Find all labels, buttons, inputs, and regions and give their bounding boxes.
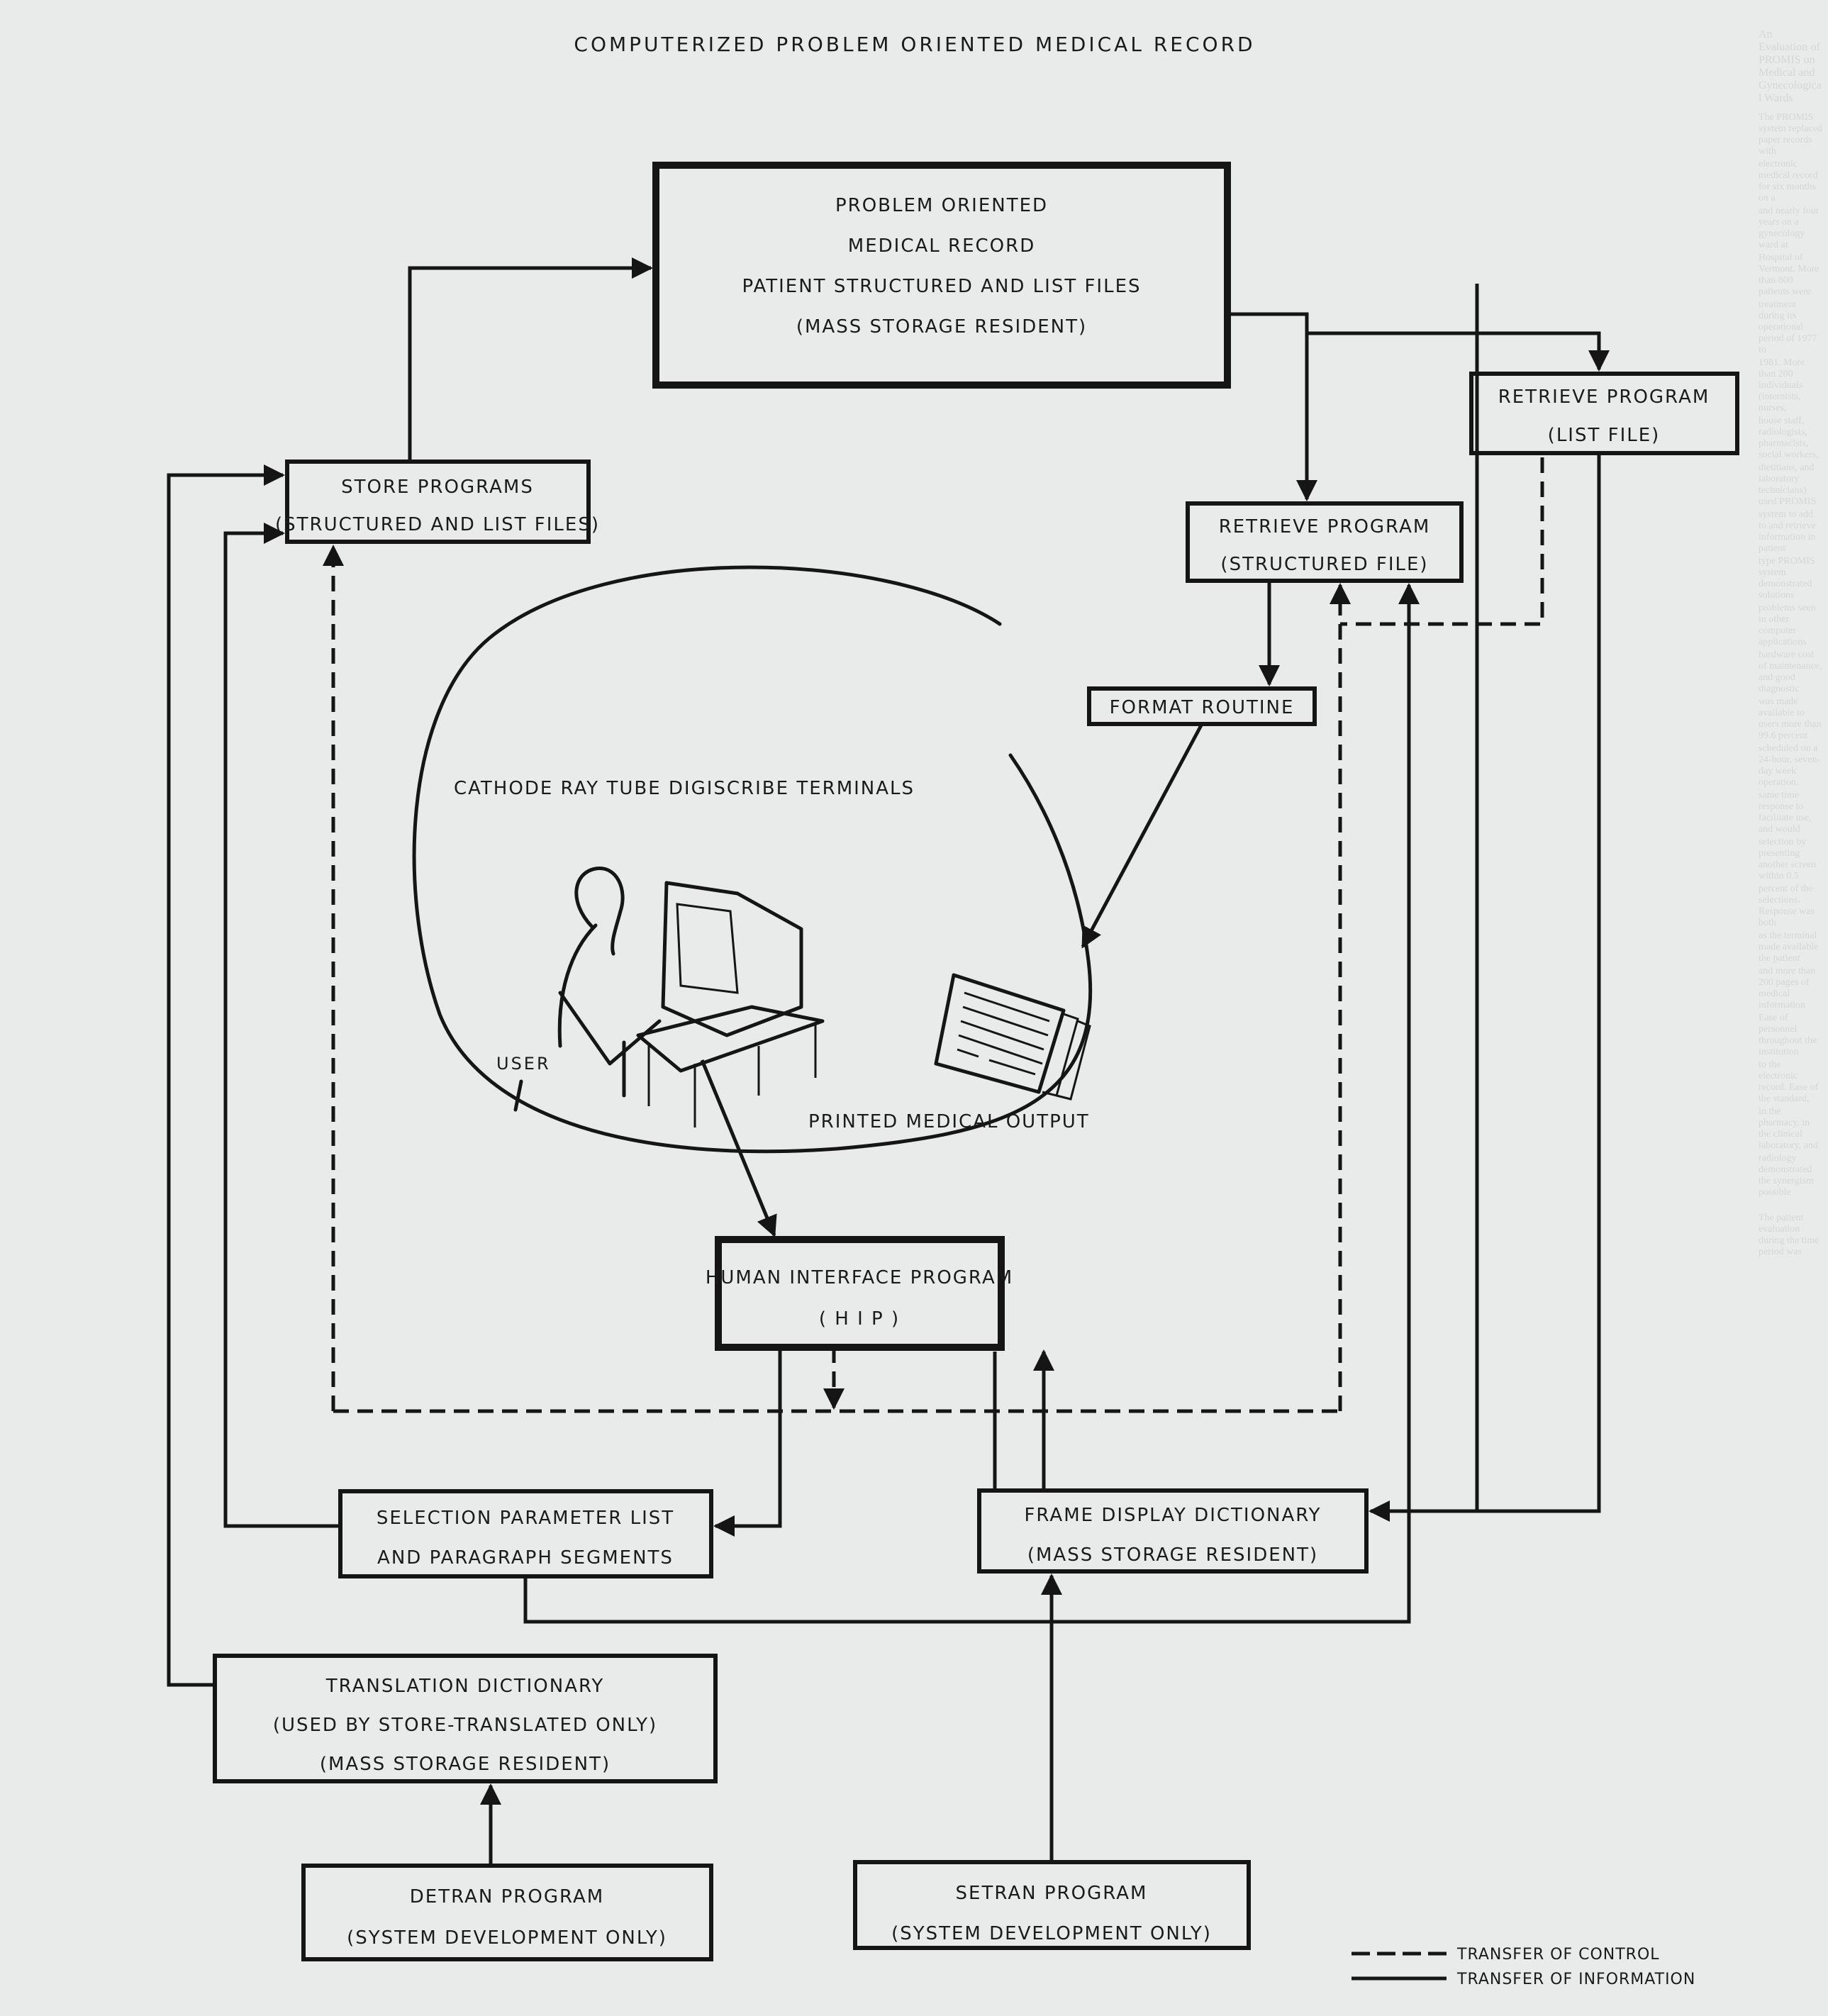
store-programs-line-2: (STRUCTURED AND LIST FILES) (275, 514, 600, 535)
setran-line-1: SETRAN PROGRAM (956, 1883, 1148, 1904)
translation-line-3: (MASS STORAGE RESIDENT) (320, 1754, 611, 1775)
retrieve-structured-line-2: (STRUCTURED FILE) (1220, 554, 1428, 575)
setran-box: SETRAN PROGRAM (SYSTEM DEVELOPMENT ONLY) (853, 1860, 1251, 1950)
user-pointer-line (513, 1079, 523, 1112)
retrieve-list-line-1: RETRIEVE PROGRAM (1498, 386, 1710, 408)
frame-display-box: FRAME DISPLAY DICTIONARY (MASS STORAGE R… (977, 1488, 1369, 1574)
printout-icon (934, 973, 1091, 1101)
pomr-line-2: MEDICAL RECORD (848, 235, 1035, 257)
selection-parameter-line-2: AND PARAGRAPH SEGMENTS (377, 1547, 674, 1569)
terminal-to-hip-line (700, 1059, 777, 1237)
terminal-boundary-curve (412, 565, 1093, 1154)
translation-line-2: (USED BY STORE-TRANSLATED ONLY) (273, 1715, 657, 1736)
pomr-to-retrieve-list-line (1307, 331, 1610, 372)
store-programs-line-1: STORE PROGRAMS (341, 477, 534, 498)
translation-to-store-line (167, 464, 285, 1687)
selection-to-right-line (523, 1576, 1411, 1624)
hip-to-selection-line (713, 1347, 782, 1537)
translation-line-1: TRANSLATION DICTIONARY (325, 1676, 605, 1697)
retrieve-structured-line-1: RETRIEVE PROGRAM (1219, 516, 1431, 538)
connectors (167, 257, 1610, 1866)
setran-line-2: (SYSTEM DEVELOPMENT ONLY) (891, 1923, 1212, 1944)
store-programs-box: STORE PROGRAMS (STRUCTURED AND LIST FILE… (275, 460, 600, 544)
retrieve-list-box: RETRIEVE PROGRAM (LIST FILE) (1469, 372, 1739, 455)
pomr-to-retrieve-structured-line (1227, 312, 1317, 501)
retrieve-list-control-line (1340, 457, 1544, 626)
diagram-title: COMPUTERIZED PROBLEM ORIENTED MEDICAL RE… (574, 33, 1255, 56)
crt-terminal-icon (636, 881, 825, 1127)
detran-line-2: (SYSTEM DEVELOPMENT ONLY) (347, 1927, 667, 1949)
pomr-line-4: (MASS STORAGE RESIDENT) (796, 316, 1087, 338)
hip-line-1: HUMAN INTERFACE PROGRAM (706, 1267, 1013, 1288)
legend: TRANSFER OF CONTROL TRANSFER OF INFORMAT… (1352, 1946, 1695, 1988)
format-routine-label: FORMAT ROUTINE (1110, 697, 1295, 718)
terminals-caption: CATHODE RAY TUBE DIGISCRIBE TERMINALS (454, 778, 915, 799)
retrieve-list-line-2: (LIST FILE) (1548, 425, 1661, 446)
frame-display-line-2: (MASS STORAGE RESIDENT) (1027, 1544, 1318, 1566)
frame-display-line-1: FRAME DISPLAY DICTIONARY (1024, 1505, 1321, 1526)
pomr-box: PROBLEM ORIENTED MEDICAL RECORD PATIENT … (652, 162, 1231, 389)
selection-to-store-line (223, 523, 340, 1528)
printed-output-caption: PRINTED MEDICAL OUTPUT (808, 1111, 1090, 1132)
terminal-illustration: CATHODE RAY TUBE DIGISCRIBE TERMINALS US… (412, 565, 1093, 1154)
pomr-line-3: PATIENT STRUCTURED AND LIST FILES (742, 276, 1141, 297)
pomr-line-1: PROBLEM ORIENTED (835, 195, 1048, 216)
legend-control-label: TRANSFER OF CONTROL (1456, 1946, 1660, 1964)
retrieve-structured-box: RETRIEVE PROGRAM (STRUCTURED FILE) (1186, 501, 1464, 583)
retrieve-list-to-frame-display-line (1369, 453, 1601, 1522)
format-to-printout-line (1081, 723, 1204, 949)
selection-parameter-line-1: SELECTION PARAMETER LIST (377, 1508, 674, 1529)
user-caption: USER (496, 1054, 551, 1074)
user-figure-icon (557, 867, 662, 1098)
hip-line-2: ( H I P ) (819, 1308, 900, 1330)
hip-box: HUMAN INTERFACE PROGRAM ( H I P ) (706, 1236, 1013, 1351)
store-to-pomr-line (408, 257, 653, 462)
detran-line-1: DETRAN PROGRAM (410, 1886, 604, 1908)
legend-information-label: TRANSFER OF INFORMATION (1456, 1971, 1695, 1988)
detran-box: DETRAN PROGRAM (SYSTEM DEVELOPMENT ONLY) (301, 1864, 713, 1961)
selection-parameter-box: SELECTION PARAMETER LIST AND PARAGRAPH S… (338, 1489, 713, 1578)
translation-dictionary-box: TRANSLATION DICTIONARY (USED BY STORE-TR… (213, 1654, 718, 1783)
format-routine-box: FORMAT ROUTINE (1087, 686, 1317, 726)
